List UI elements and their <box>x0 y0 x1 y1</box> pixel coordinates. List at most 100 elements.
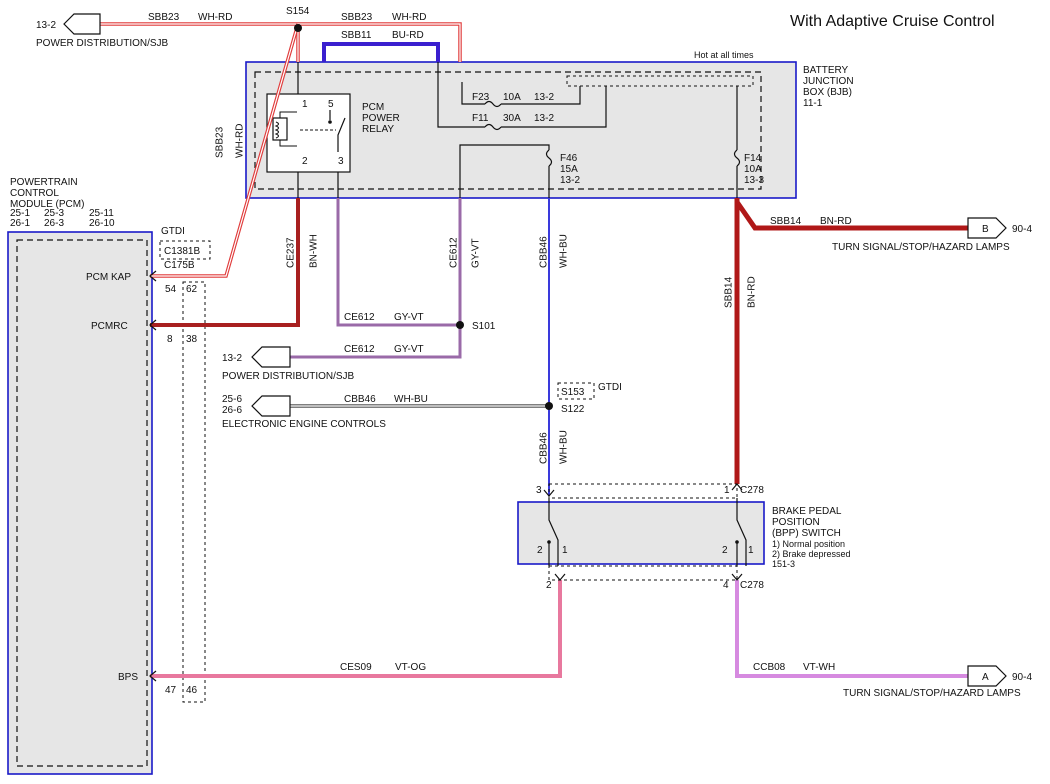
fuse-f23-id: F23 <box>472 92 490 103</box>
pin-62: 62 <box>186 284 198 295</box>
bpp-conn-c278-bot: C278 <box>740 580 764 591</box>
gtdi-label-pcm: GTDI <box>161 226 185 237</box>
diagram-title: With Adaptive Cruise Control <box>790 13 995 30</box>
ref-power-dist-top-page: 13-2 <box>36 20 56 31</box>
bpp-name-4: 1) Normal position <box>772 539 845 549</box>
ref-turn-signal-a-label: TURN SIGNAL/STOP/HAZARD LAMPS <box>843 688 1021 699</box>
bpp-switch-right-icon <box>735 498 747 566</box>
pcm-ref-2c: 26-10 <box>89 218 115 229</box>
pcm-module-box <box>7 231 153 775</box>
ref-eec-page2: 26-6 <box>222 405 242 416</box>
fuse-f46-id: F46 <box>560 153 578 164</box>
splice-s122-dot <box>545 402 553 410</box>
wire-ces09-code: CES09 <box>340 662 372 673</box>
pcm-pcmrc-arrow-icon <box>149 319 157 331</box>
splice-s154-dot <box>294 24 302 32</box>
bpp-arrow-pin4-icon <box>731 573 743 581</box>
conn-pin-column-dash <box>182 281 206 703</box>
wire-ce612-color-c: GY-VT <box>471 238 482 268</box>
pcm-ref-1c: 25-11 <box>89 208 114 219</box>
fuse-f23-amp: 10A <box>503 92 521 103</box>
wire-ces09-color: VT-OG <box>395 662 426 673</box>
bjb-internal-f11 <box>437 62 607 128</box>
pcm-module-inner-dash <box>16 239 148 767</box>
wire-ce612-b <box>290 198 462 359</box>
bpp-lower-dash <box>548 565 738 581</box>
wire-sbb23-code-a: SBB23 <box>148 12 180 23</box>
relay-box <box>266 93 351 173</box>
splice-s154-label: S154 <box>286 6 310 17</box>
bjb-internal-f23 <box>461 82 581 105</box>
fuse-f14-id: F14 <box>744 153 762 164</box>
splice-gtdi-label: GTDI <box>598 382 622 393</box>
wire-ccb08-code: CCB08 <box>753 662 786 673</box>
pcm-bps-arrow-icon <box>149 670 157 682</box>
bpp-name-1: BRAKE PEDAL <box>772 506 842 517</box>
wire-sbb23-code-b: SBB23 <box>341 12 373 23</box>
relay-label-1: PCM <box>362 102 384 113</box>
conn-c1381b-label: C1381B <box>164 246 200 257</box>
fuse-f46-amp: 15A <box>560 164 578 175</box>
ref-turn-signal-b-letter: B <box>982 224 989 235</box>
wire-ce612-color-b: GY-VT <box>394 344 424 355</box>
splice-s122-label: S122 <box>561 404 585 415</box>
bpp-switch-right-2: 2 <box>722 545 728 556</box>
pcm-pin-pcmrc-label: PCMRC <box>91 321 128 332</box>
wire-ce237-color: BN-WH <box>309 234 320 268</box>
bpp-name-3: (BPP) SWITCH <box>772 528 841 539</box>
wire-ce237 <box>150 198 300 327</box>
fuse-f11-amp: 30A <box>503 113 521 124</box>
bpp-name-2: POSITION <box>772 517 820 528</box>
wire-sbb23-color-c: WH-RD <box>235 124 246 158</box>
fuse-f14-amp: 10A <box>744 164 762 175</box>
relay-label-3: RELAY <box>362 124 394 135</box>
ref-power-dist-top-icon <box>63 13 101 35</box>
bjb-hot-label: Hot at all times <box>694 50 754 60</box>
pcm-ref-2b: 26-3 <box>44 218 64 229</box>
bpp-pin-4: 4 <box>723 580 729 591</box>
wire-cbb46-code-a: CBB46 <box>539 236 550 268</box>
ref-turn-signal-a-icon <box>967 665 1007 687</box>
pin-38: 38 <box>186 334 198 345</box>
bpp-name-5: 2) Brake depressed <box>772 549 851 559</box>
ref-turn-signal-a-page: 90-4 <box>1012 672 1032 683</box>
wire-ce612-code-b: CE612 <box>344 344 375 355</box>
wire-sbb14-color-b: BN-RD <box>747 276 758 308</box>
pcm-ref-1a: 25-1 <box>10 208 30 219</box>
conn-c175b-label: C175B <box>164 260 195 271</box>
relay-coil-icon <box>272 111 297 147</box>
pcm-ref-1b: 25-3 <box>44 208 64 219</box>
bpp-pin-1: 1 <box>724 485 730 496</box>
wire-ccb08-color: VT-WH <box>803 662 835 673</box>
ref-power-dist-mid-label: POWER DISTRIBUTION/SJB <box>222 371 355 382</box>
bjb-inner-dash <box>254 71 762 190</box>
fuse-f46-icon <box>545 149 553 167</box>
bpp-conn-c278-top: C278 <box>740 485 764 496</box>
pcm-kap-arrow-icon <box>149 270 157 282</box>
ref-eec-label: ELECTRONIC ENGINE CONTROLS <box>222 419 386 430</box>
wire-ce612-code-a: CE612 <box>344 312 375 323</box>
pcm-name-line3: MODULE (PCM) <box>10 199 84 210</box>
wire-ce612-code-c: CE612 <box>449 237 460 268</box>
wire-cbb46-code-c: CBB46 <box>344 394 376 405</box>
wire-sbb23 <box>100 22 462 278</box>
pcm-name-line1: POWERTRAIN <box>10 177 78 188</box>
wire-sbb23-code-c: SBB23 <box>215 126 226 158</box>
wire-sbb23-color-a: WH-RD <box>198 12 232 23</box>
wire-cbb46-color-a: WH-BU <box>559 234 570 268</box>
wire-cbb46-color-b: WH-BU <box>559 430 570 464</box>
ref-power-dist-mid-page: 13-2 <box>222 353 242 364</box>
bpp-pin-2: 2 <box>546 580 552 591</box>
splice-s101-label: S101 <box>472 321 496 332</box>
wire-cbb46-color-c: WH-BU <box>394 394 428 405</box>
fuse-f23-icon <box>484 100 502 108</box>
splice-s101-dot <box>456 321 464 329</box>
relay-switch-icon <box>300 110 346 152</box>
pin-54: 54 <box>165 284 177 295</box>
fuse-f11-id: F11 <box>472 113 489 124</box>
pcm-pin-bps-label: BPS <box>118 672 138 683</box>
relay-pin-1: 1 <box>302 99 308 110</box>
bpp-switch-right-1: 1 <box>748 545 754 556</box>
bpp-switch-left-icon <box>547 498 559 566</box>
wire-sbb11-code: SBB11 <box>341 30 372 41</box>
